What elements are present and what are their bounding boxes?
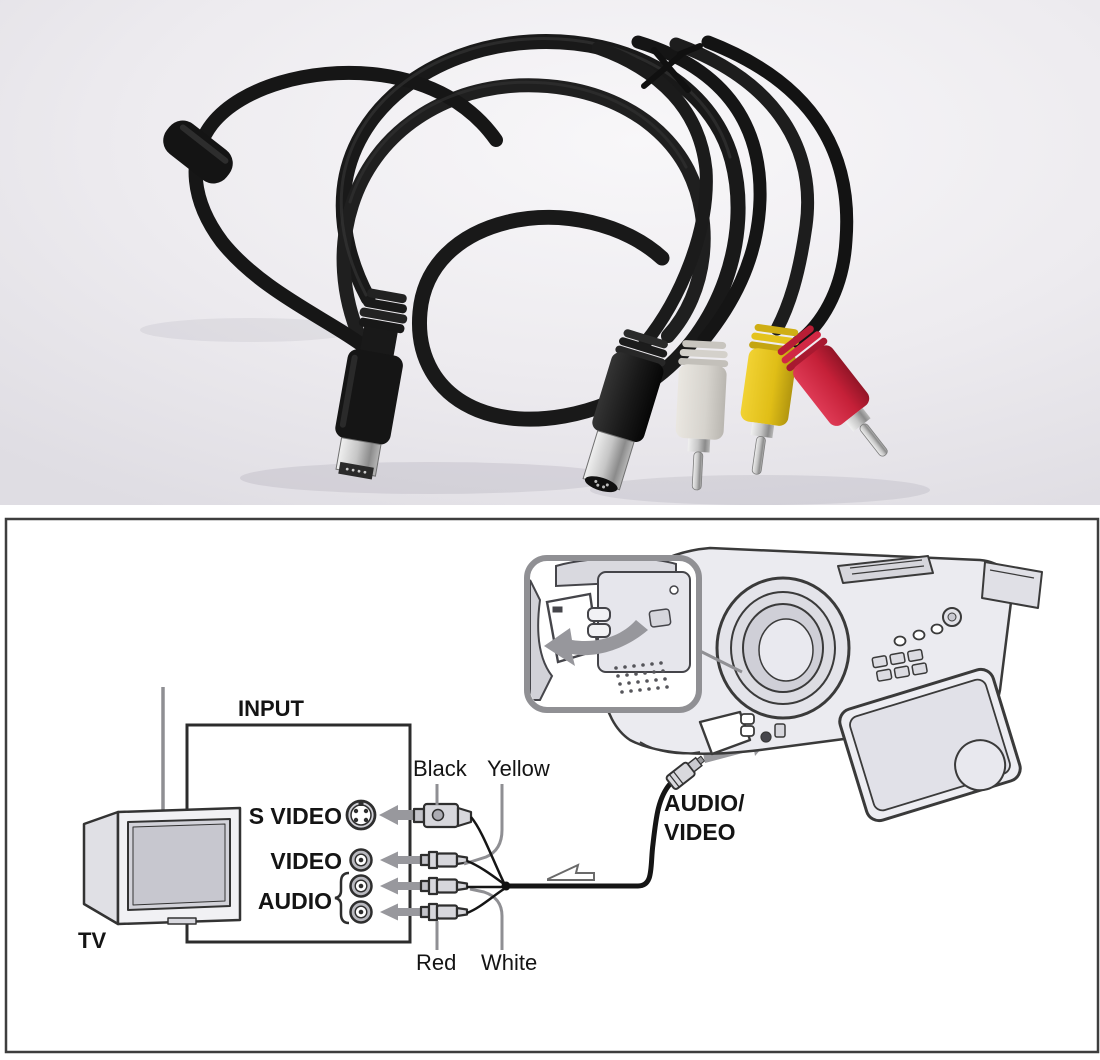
av-cable (506, 782, 672, 889)
av-jack-label-line1: AUDIO/ (664, 790, 745, 816)
av-jack (760, 731, 772, 743)
photo-red-plug (777, 325, 888, 457)
photo-background (0, 0, 1100, 505)
lens (715, 576, 851, 720)
cable-shadow (240, 462, 620, 494)
lcd-screen (838, 667, 1022, 823)
cable-junction (501, 881, 511, 891)
yellow-plug-label: Yellow (487, 756, 550, 781)
inset-grille (614, 661, 669, 694)
photo-white-plug (675, 340, 729, 491)
diagram-av-plug (665, 755, 706, 790)
diagram-audio-plug-1 (419, 876, 469, 896)
inset-open-arrow (544, 620, 648, 666)
lead-white (631, 35, 767, 347)
diagram-audio-plug-2 (419, 902, 469, 922)
signal-arrows (379, 805, 424, 921)
flat-arrow-icon (547, 863, 595, 881)
red-plug-label: Red (416, 950, 456, 975)
tv-drawing (82, 806, 242, 926)
white-plug-label: White (481, 950, 537, 975)
jack-cover-inset (524, 555, 743, 713)
diagram-video-plug (419, 850, 469, 870)
diagram-svideo-plug (412, 802, 473, 829)
accessory-shoe (837, 555, 934, 584)
audio-jack-right-icon (349, 900, 373, 924)
cable-tie (641, 43, 703, 93)
cords (466, 782, 672, 915)
product-photo (0, 0, 1100, 505)
photo-svideo-plug (582, 329, 668, 493)
tv-label: TV (78, 928, 106, 953)
color-leader-lines (435, 784, 504, 950)
audio-bracket (334, 871, 350, 925)
camcorder-connector (335, 288, 408, 480)
black-plug-label: Black (413, 756, 468, 781)
jack-cover (698, 710, 786, 756)
lead-yellow (669, 37, 815, 336)
video-jack-icon (349, 848, 373, 872)
connection-diagram: INPUT S VIDEO VIDEO AUDIO Black Yellow R… (0, 505, 1100, 1060)
viewfinder (981, 561, 1043, 609)
video-label: VIDEO (270, 848, 342, 874)
svideo-jack-icon (345, 799, 377, 831)
input-label: INPUT (238, 696, 305, 721)
audio-jack-left-icon (349, 874, 373, 898)
audio-label: AUDIO (258, 888, 332, 914)
plugs-shadow (590, 475, 930, 505)
lead-red (701, 35, 854, 349)
diagram-plugs (412, 802, 473, 922)
keypad (871, 648, 928, 682)
ferrite-bead (163, 120, 233, 184)
av-jack-label-line2: VIDEO (664, 819, 736, 845)
svideo-label: S VIDEO (249, 803, 342, 829)
lead-black (591, 41, 713, 350)
camcorder-drawing (599, 546, 1043, 823)
